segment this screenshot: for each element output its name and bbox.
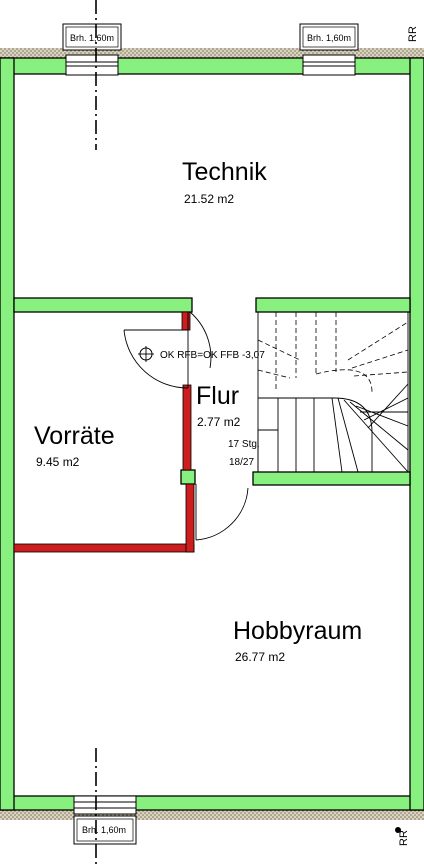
stair-ratio: 18/27 <box>229 457 254 468</box>
window-top-left: Brh. 1,60m <box>62 23 122 76</box>
red-wall-flur-middle <box>182 384 192 471</box>
window-bottom: Brh. 1,60m <box>73 795 137 845</box>
stair-step-count: 17 Stg. <box>228 439 260 450</box>
window-top-right-label: Brh. 1,60m <box>307 33 351 43</box>
room-name-technik: Technik <box>182 158 267 186</box>
door-hobbyraum <box>195 484 249 541</box>
partition-stair-bottom <box>252 471 411 486</box>
room-area-technik: 21.52 m2 <box>184 192 234 206</box>
level-marker-symbol <box>138 346 154 362</box>
insulation-bottom <box>0 810 424 820</box>
room-area-flur: 2.77 m2 <box>197 415 241 429</box>
flur-wall-stub <box>180 469 196 485</box>
room-name-flur: Flur <box>196 382 239 410</box>
room-area-hobbyraum: 26.77 m2 <box>235 650 285 664</box>
outer-wall-left <box>0 57 15 811</box>
window-top-left-label: Brh. 1,60m <box>70 33 114 43</box>
outer-wall-right <box>409 57 424 811</box>
red-wall-flur-lower <box>185 483 195 553</box>
window-bottom-label: Brh. 1,60m <box>82 825 126 835</box>
rr-label-bottom: RR <box>398 830 410 846</box>
level-marker-text: OK RFB=OK FFB -3,07 <box>160 350 265 361</box>
room-name-vorraete: Vorräte <box>34 422 115 450</box>
outer-wall-bottom <box>0 795 424 811</box>
red-wall-flur-upper <box>181 311 191 331</box>
staircase <box>257 311 409 473</box>
red-wall-vorraete-bottom <box>13 543 195 553</box>
partition-upper-right <box>255 297 411 313</box>
room-name-hobbyraum: Hobbyraum <box>233 617 362 645</box>
outer-wall-top <box>0 57 424 75</box>
room-area-vorraete: 9.45 m2 <box>36 455 80 469</box>
door-technik <box>123 311 212 389</box>
window-top-right: Brh. 1,60m <box>299 23 359 76</box>
rr-label-top: RR <box>407 26 419 42</box>
partition-upper-left <box>13 297 193 313</box>
insulation-top <box>0 48 424 58</box>
